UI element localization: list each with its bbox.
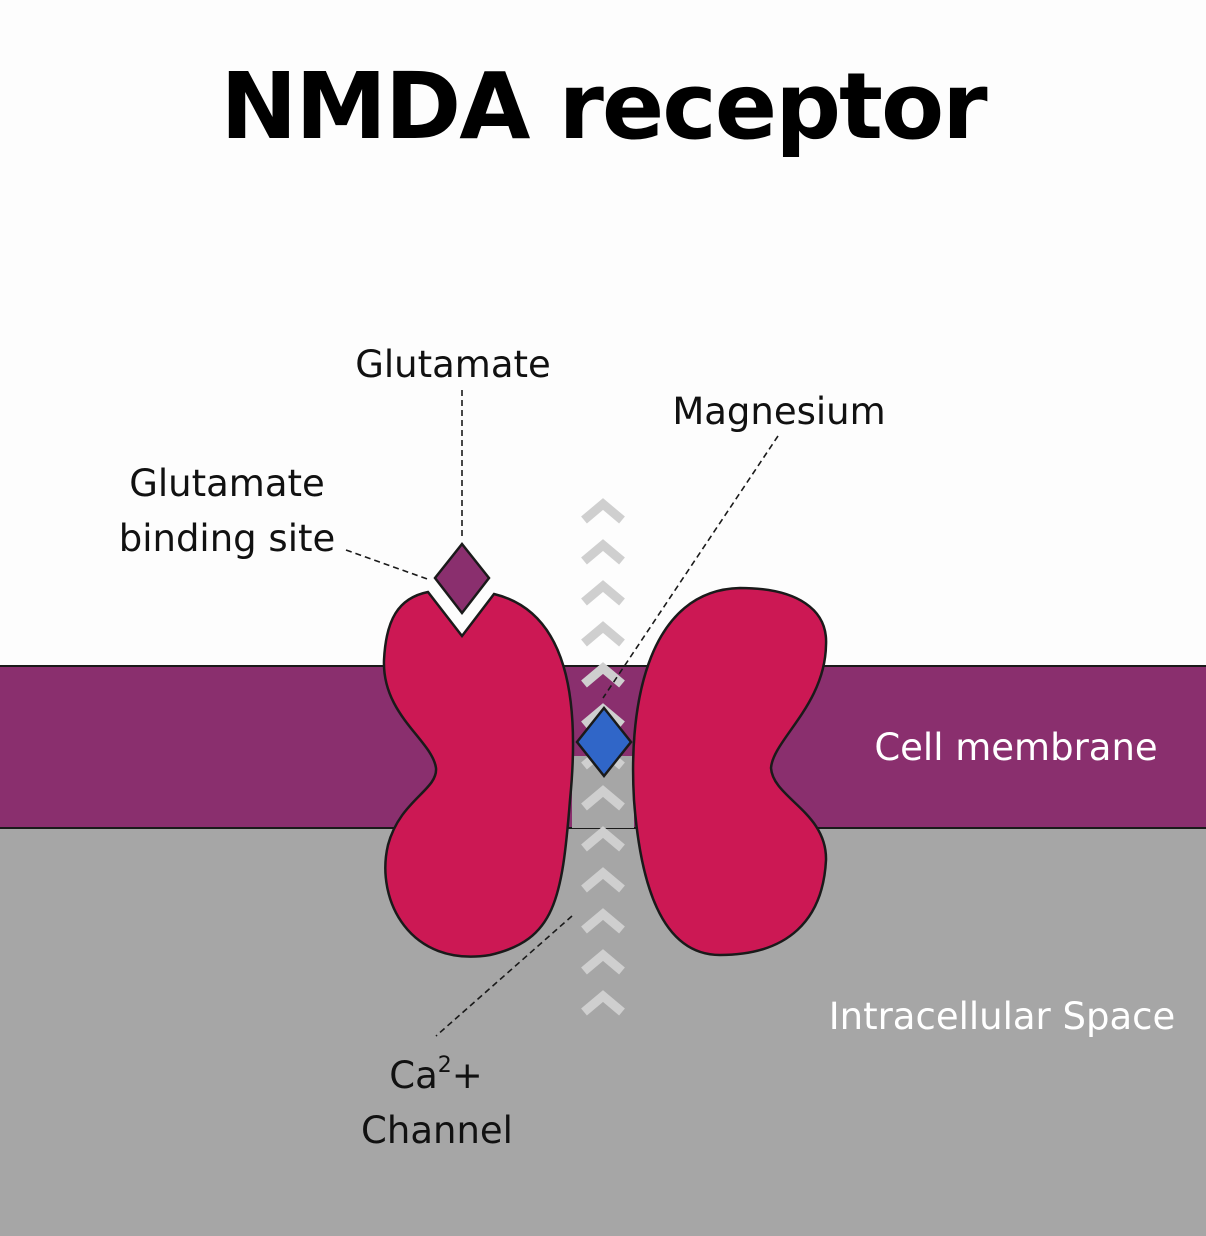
cell-membrane-label: Cell membrane: [874, 726, 1157, 769]
calcium-charge-sign: +: [452, 1054, 483, 1097]
calcium-label: Ca2+: [389, 1053, 483, 1097]
glutamate-label: Glutamate: [355, 343, 551, 386]
extracellular-space: [0, 0, 1206, 666]
magnesium-leader-line: [602, 435, 779, 699]
receptor-subunit-left: [382, 590, 575, 958]
binding-site-leader-line: [345, 549, 431, 581]
binding-site-label-line2: binding site: [119, 517, 336, 560]
calcium-charge-superscript: 2: [438, 1053, 452, 1078]
channel-label: Channel: [361, 1109, 513, 1152]
magnesium-label: Magnesium: [672, 390, 885, 433]
flow-chevron: [581, 990, 625, 1016]
flow-chevron: [581, 908, 625, 934]
binding-site-label-line1: Glutamate: [129, 462, 325, 505]
flow-chevron: [581, 949, 625, 975]
channel-leader-line: [435, 915, 573, 1037]
magnesium-ion: [575, 705, 633, 779]
receptor-subunit-right: [631, 586, 828, 957]
glutamate-molecule: [433, 541, 491, 616]
flow-chevron: [581, 867, 625, 893]
flow-chevron: [581, 539, 625, 565]
intracellular-region: [0, 828, 1206, 1236]
calcium-symbol: Ca: [389, 1054, 438, 1097]
flow-chevron: [581, 621, 625, 647]
intracellular-space-label: Intracellular Space: [829, 995, 1176, 1038]
flow-chevron: [581, 498, 625, 524]
flow-chevron: [581, 785, 625, 811]
diagram-title: NMDA receptor: [220, 53, 988, 160]
flow-chevron: [581, 826, 625, 852]
flow-chevron: [581, 580, 625, 606]
